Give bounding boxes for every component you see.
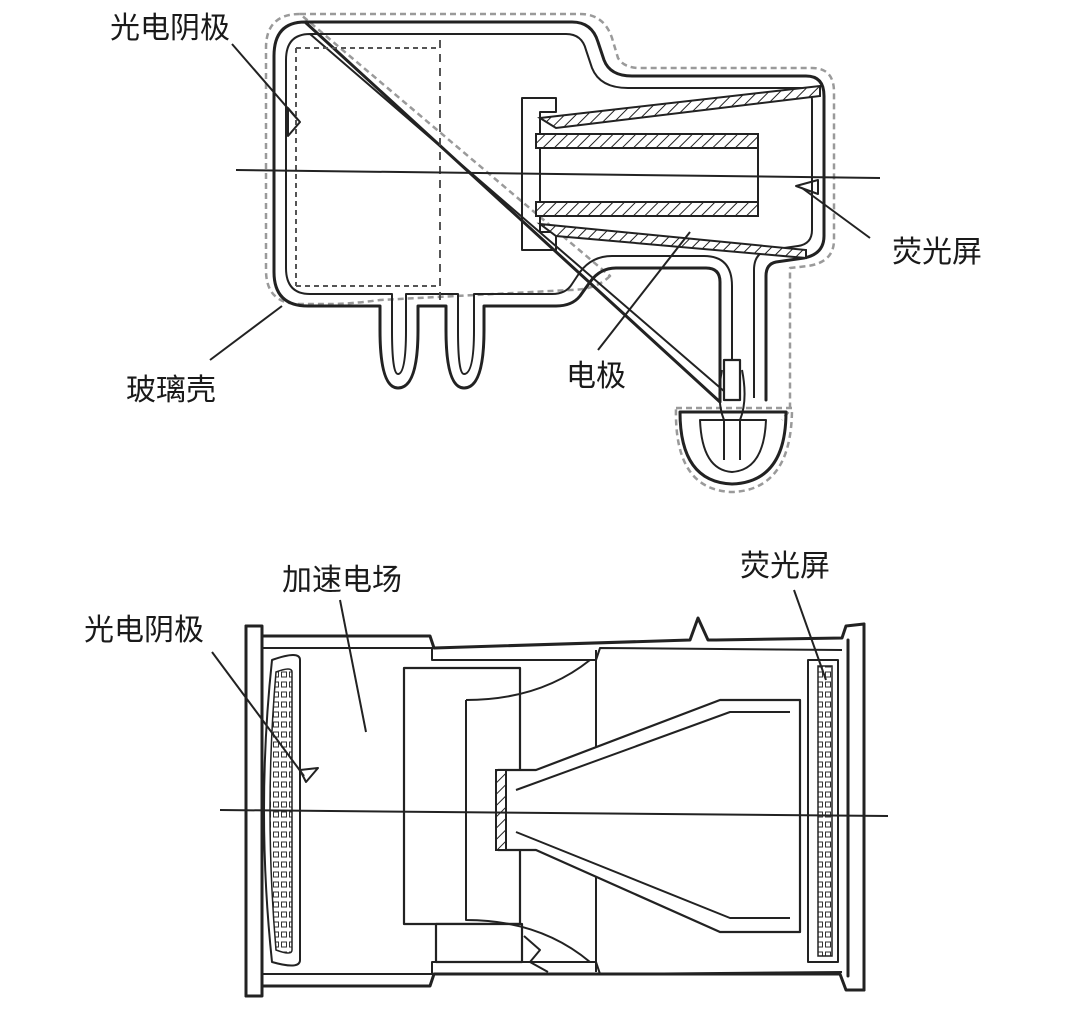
label-screen-top: 荧光屏: [892, 235, 982, 270]
top-photocathode-marker: [287, 107, 301, 137]
top-leader-photocathode: [231, 43, 299, 121]
bottom-housing-bottom-inner: [262, 961, 843, 975]
top-lead-cup-coating: [674, 406, 794, 494]
bottom-right-cap: [846, 622, 866, 992]
top-lead-seal: [722, 358, 742, 402]
label-photocathode-top: 光电阴极: [110, 11, 230, 46]
bottom-leader-screen: [793, 589, 827, 681]
top-glass-envelope-outer: [272, 20, 826, 404]
bottom-housing-bottom: [244, 972, 866, 998]
top-screen-marker: [795, 179, 819, 195]
label-electrode: 电极: [566, 359, 626, 394]
label-photocathode-bottom: 光电阴极: [84, 613, 204, 648]
top-lead-cup-inner: [699, 419, 767, 473]
top-photocathode-layer: [295, 47, 440, 287]
bottom-anode-flange: [495, 769, 507, 851]
bottom-accel-electrode-base: [434, 922, 524, 964]
bottom-leader-photocathode: [211, 651, 305, 777]
bottom-screen-frame: [807, 659, 839, 963]
top-electrode-lower-wall: [535, 201, 759, 217]
bottom-anode-cone: [496, 698, 802, 934]
bottom-photocathode-surface: [263, 654, 301, 967]
bottom-optical-axis: [219, 809, 889, 817]
top-electrode-frame: [521, 97, 557, 251]
bottom-spring-clip: [523, 935, 549, 973]
bottom-accel-flare: [465, 659, 596, 963]
bottom-housing-top-inner: [262, 647, 843, 661]
top-electrode-upper-wall: [535, 133, 759, 149]
label-screen-bottom: 荧光屏: [740, 549, 830, 584]
top-electrode-upper-cone: [537, 84, 821, 130]
bottom-leader-accel-field: [339, 599, 367, 733]
label-glass-shell: 玻璃壳: [126, 373, 216, 408]
bottom-anode-cone-inner: [515, 711, 790, 919]
top-lead-wire: [718, 369, 746, 460]
bottom-tube-diagram: 加速电场 光电阴极 荧光屏: [84, 549, 889, 998]
top-optical-axis: [235, 169, 881, 179]
top-lead-cup: [678, 410, 788, 486]
top-leader-electrode: [597, 231, 691, 351]
top-leader-screen: [801, 187, 871, 239]
top-tube-diagram: 光电阴极 荧光屏 玻璃壳 电极: [110, 11, 982, 494]
bottom-screen-grid: [817, 665, 833, 957]
top-electrode-lower-cone: [536, 222, 807, 260]
top-leader-glass-shell: [209, 305, 283, 361]
label-accel-field: 加速电场: [282, 563, 402, 598]
bottom-housing-top: [244, 616, 866, 650]
